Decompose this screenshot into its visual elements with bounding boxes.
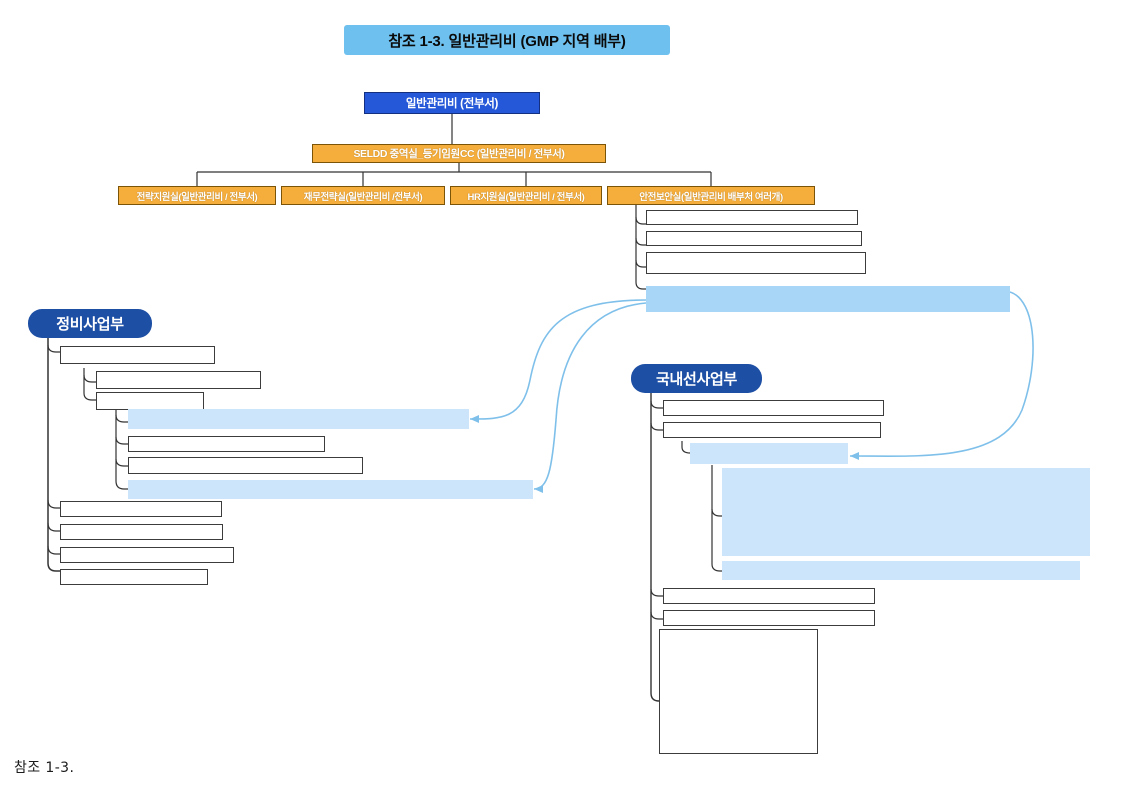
connector-left-l3-1 [115, 414, 128, 423]
branch-header-maintenance[interactable]: 정비사업부 [28, 309, 152, 338]
connector-left-sub-1 [83, 374, 96, 383]
connector-left-l3-spine [115, 409, 128, 490]
root-node[interactable]: 일반관리비 (전부서) [364, 92, 540, 114]
right-item-container[interactable] [659, 629, 818, 754]
connector-right-7 [650, 611, 663, 620]
dept-node-finance[interactable]: 재무전략실(일반관리비 /전부서) [281, 186, 445, 205]
security-item-1[interactable] [646, 210, 858, 225]
connector-left-sub-spine [83, 368, 96, 401]
dept-node-security[interactable]: 안전보안실(일반관리비 배부처 여러개) [607, 186, 815, 205]
dept-node-strategy[interactable]: 전략지원실(일반관리비 / 전부서) [118, 186, 276, 205]
left-item-7[interactable] [60, 524, 223, 540]
left-item-6[interactable] [60, 501, 222, 517]
page-title: 참조 1-3. 일반관리비 (GMP 지역 배부) [344, 25, 670, 55]
right-item-4[interactable] [663, 610, 875, 626]
arrowhead-left-lower [534, 485, 543, 493]
connector-right-1 [650, 400, 663, 409]
arrowhead-right [850, 452, 859, 460]
security-item-highlight[interactable] [646, 286, 1010, 312]
connector-left-l3-3 [115, 458, 128, 467]
connector-left-8 [47, 499, 60, 509]
connector-left-9 [47, 522, 60, 532]
connector-right-2 [650, 422, 663, 431]
connector-security-spine [635, 205, 646, 290]
connector-left-10 [47, 545, 60, 555]
security-item-2[interactable] [646, 231, 862, 246]
arrow-curve-to-left-lower [533, 302, 647, 490]
arrowhead-left-upper [470, 415, 479, 423]
left-item-highlight-1[interactable] [128, 409, 469, 429]
connector-left-l3-2 [115, 436, 128, 445]
left-item-highlight-2[interactable] [128, 480, 533, 499]
left-item-3[interactable] [96, 392, 204, 410]
dept-node-hr[interactable]: HR지원실(일반관리비 / 전부서) [450, 186, 602, 205]
left-item-8[interactable] [60, 547, 234, 563]
connector-security-1 [635, 216, 646, 225]
right-item-2[interactable] [663, 422, 881, 438]
left-item-1[interactable] [60, 346, 215, 364]
right-item-1[interactable] [663, 400, 884, 416]
cost-center-node[interactable]: SELDD 중역실_등기임원CC (일반관리비 / 전부서) [312, 144, 606, 163]
connector-security-2 [635, 237, 646, 246]
arrow-curve-to-left-upper [469, 299, 647, 420]
footer-label: 참조 1-3. [14, 760, 75, 776]
right-item-3[interactable] [663, 588, 875, 604]
left-item-2[interactable] [96, 371, 261, 389]
branch-header-domestic[interactable]: 국내선사업부 [631, 364, 762, 393]
connector-right-6 [650, 588, 663, 597]
right-item-highlight-1[interactable] [690, 443, 848, 464]
connector-security-3 [635, 259, 646, 268]
left-item-5[interactable] [128, 457, 363, 474]
right-item-highlight-large[interactable] [722, 468, 1090, 556]
connector-left-spine [47, 338, 60, 572]
right-item-highlight-2[interactable] [722, 561, 1080, 580]
connector-left-1 [47, 344, 60, 353]
left-item-9[interactable] [60, 569, 208, 585]
left-item-4[interactable] [128, 436, 325, 452]
security-item-3[interactable] [646, 252, 866, 274]
